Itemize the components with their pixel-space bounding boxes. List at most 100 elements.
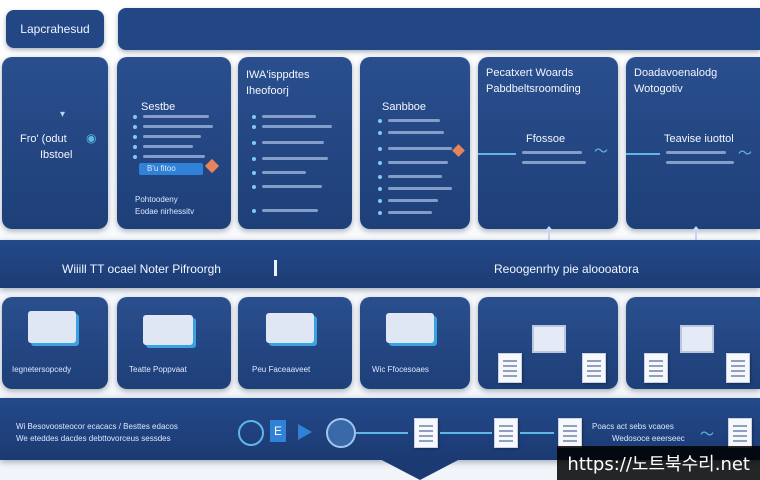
orange-diamond-icon [204,158,220,174]
highlight-bar: B'u fitoo [139,163,203,175]
list-bullet [133,135,137,139]
list-bullet [252,171,256,175]
list-line [666,161,734,164]
list-bullet [252,209,256,213]
list-line [262,171,306,174]
list-line [262,141,324,144]
list-bullet [378,175,382,179]
top-panel-1: Fro' (odut Ibstoel ▾ ◉ [2,57,108,229]
list-line [143,115,209,118]
list-line [143,155,205,158]
list-bullet [252,157,256,161]
bottom-panel-2-label: Teatte Poppvaat [129,365,187,374]
list-line [143,145,193,148]
top-panel-6-subtitle: Wotogotiv [634,83,683,95]
list-line [262,185,322,188]
connector-line [626,153,660,155]
header-bar [118,8,760,50]
top-panel-1-title: Fro' (odut [20,133,67,145]
diagram-title: Lapcrahesud [6,10,104,48]
top-panel-2-title: Sestbe [141,101,176,113]
top-panel-6-node-label: Teavise iuottol [664,133,734,145]
bottom-panel-3-label: Peu Faceaaveet [252,365,311,374]
device-icon [266,313,314,343]
top-panel-3-title: IWA'isppdtes [246,69,310,81]
diagram-title-label: Lapcrahesud [20,22,90,36]
monitor-icon [532,325,566,353]
list-line [143,125,213,128]
vertical-connector [695,229,697,240]
gear-icon [326,418,356,448]
list-bullet [378,161,382,165]
document-icon [726,353,750,383]
device-icon [28,311,76,343]
device-icon [386,313,434,343]
wave-icon: 〜 [738,145,752,161]
top-panel-5-node-label: Ffossoe [526,133,566,145]
list-bullet [133,115,137,119]
list-bullet [378,119,382,123]
bottom-bar: Wi Besovoosteocor ecacacs / Besttes edac… [0,398,760,460]
monitor-icon [680,325,714,353]
watermark: https://노트북수리.net [557,446,760,480]
list-line [388,187,452,190]
list-line [262,125,332,128]
document-icon [414,418,438,448]
mid-bar: Wiiill TT ocael Noter Pifroorgh Reoogenr… [0,240,760,288]
flow-line [440,432,492,434]
list-bullet [133,145,137,149]
bottom-bar-left-line2: We eteddes dacdes debttovorceus sessdes [16,434,171,443]
list-line [262,209,318,212]
highlight-bar-label: B'u fitoo [147,164,176,173]
list-bullet [252,125,256,129]
list-line [666,151,726,154]
list-bullet [378,187,382,191]
document-icon [644,353,668,383]
mid-bar-divider [274,260,277,276]
document-icon [498,353,522,383]
list-bullet [133,125,137,129]
watermark-text: https://노트북수리.net [567,454,750,475]
list-bullet [378,131,382,135]
small-arrow-icon: ▾ [60,109,66,120]
list-bullet [133,155,137,159]
top-panel-4: Sanbboe [360,57,470,229]
bottom-panel-6 [626,297,760,389]
list-line [143,135,201,138]
play-arrow-icon [298,424,312,440]
bottom-bar-right-line1: Poacs act sebs vcaoes [592,422,674,431]
bottom-bar-left-line1: Wi Besovoosteocor ecacacs / Besttes edac… [16,422,178,431]
vertical-connector [548,229,550,240]
bottom-panel-4-label: Wic Ffocesoaes [372,365,429,374]
list-bullet [378,199,382,203]
top-panel-5-title: Pecatxert Woards [486,67,574,79]
e-box-icon: E [270,420,286,442]
top-panel-2-caption: Eodae nirhessitv [135,207,195,216]
document-icon [582,353,606,383]
top-panel-3-subtitle: Iheofoorj [246,85,289,97]
top-panel-5: Pecatxert Woards Pabdbeltsroomding Ffoss… [478,57,618,229]
bottom-panel-1-label: Iegnetersopcedy [12,365,72,374]
list-line [388,175,442,178]
top-panel-5-subtitle: Pabdbeltsroomding [486,83,581,95]
top-panel-4-title: Sanbboe [382,101,427,113]
top-panel-2: Sestbe B'u fitoo Pohtoodeny Eodae nirhes… [117,57,231,229]
list-line [388,131,444,134]
top-panel-1-subtitle: Ibstoel [40,149,73,161]
list-bullet [252,185,256,189]
bottom-panel-4: Wic Ffocesoaes [360,297,470,389]
eye-icon: ◉ [86,131,97,145]
bottom-arrow [378,458,462,480]
shield-icon [238,420,264,446]
list-bullet [378,211,382,215]
list-line [388,147,452,150]
list-line [388,199,438,202]
list-bullet [378,147,382,151]
list-line [522,161,586,164]
bottom-bar-right-line2: Wedosoce eeerseec [612,434,685,443]
list-line [262,115,316,118]
flow-line [520,432,554,434]
bottom-panel-2: Teatte Poppvaat [117,297,231,389]
arrowhead [691,226,701,232]
document-icon [558,418,582,448]
